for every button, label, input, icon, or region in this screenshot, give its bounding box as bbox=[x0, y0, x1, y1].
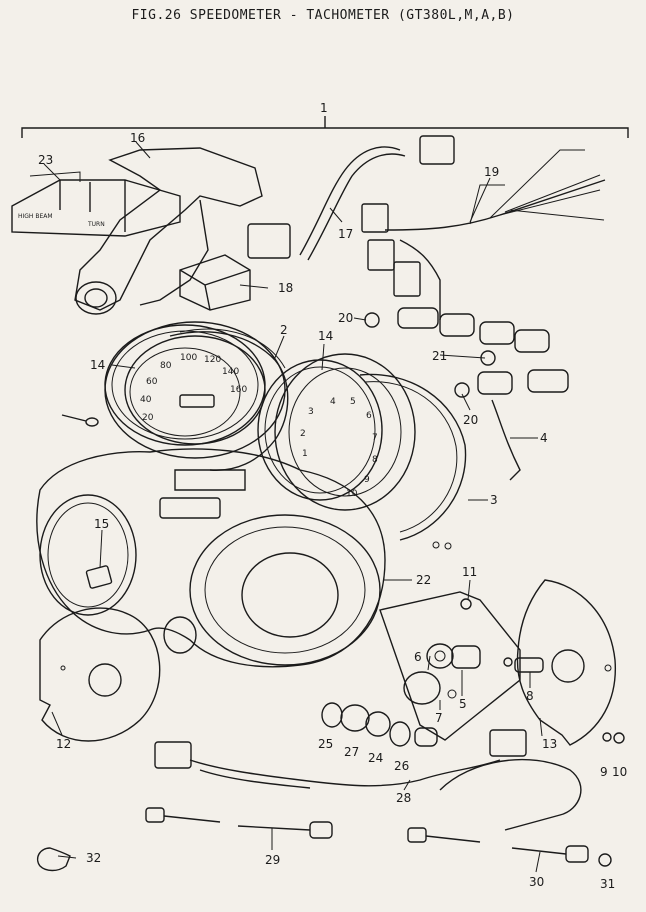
tach-dial-8: 8 bbox=[372, 455, 378, 465]
tachometer-rim-part-14 bbox=[257, 359, 383, 501]
callout-23: 23 bbox=[38, 153, 53, 167]
tach-dial-4: 4 bbox=[330, 397, 336, 407]
callout-28: 28 bbox=[396, 791, 411, 805]
tach-dial-1: 1 bbox=[302, 449, 308, 459]
callout-1: 1 bbox=[320, 101, 328, 115]
speedo-dial-60: 60 bbox=[146, 377, 158, 387]
callout-20-bottom: 20 bbox=[463, 413, 478, 427]
callout-25: 25 bbox=[318, 737, 333, 751]
callout-18: 18 bbox=[278, 281, 293, 295]
callout-17: 17 bbox=[338, 227, 353, 241]
callout-6: 6 bbox=[414, 650, 422, 664]
housing-cover-part-16 bbox=[74, 147, 263, 315]
speedo-dial-40: 40 bbox=[140, 395, 152, 405]
callout-13: 13 bbox=[542, 737, 557, 751]
speedo-dial-140: 140 bbox=[222, 367, 239, 377]
callout-5: 5 bbox=[459, 697, 467, 711]
harness-part-19 bbox=[361, 149, 606, 320]
gauge-housing-part-22 bbox=[36, 448, 386, 668]
callout-11: 11 bbox=[462, 565, 477, 579]
callout-30: 30 bbox=[529, 875, 544, 889]
tachometer-case-part-3 bbox=[359, 373, 467, 550]
callout-29: 29 bbox=[265, 853, 280, 867]
lead-wire-part-28 bbox=[154, 729, 527, 789]
dial-plate-part-12 bbox=[39, 607, 161, 742]
ring-part-31 bbox=[598, 853, 612, 867]
callout-9: 9 bbox=[600, 765, 608, 779]
tach-dial-2: 2 bbox=[300, 429, 306, 439]
callout-7: 7 bbox=[435, 711, 443, 725]
callout-2: 2 bbox=[280, 323, 288, 337]
tachometer-cable-part-30 bbox=[407, 827, 589, 863]
washer-nut-part-9-10 bbox=[602, 732, 625, 744]
callout-3: 3 bbox=[490, 493, 498, 507]
tach-dial-10: 10 bbox=[346, 489, 358, 499]
speedo-dial-160: 160 bbox=[230, 385, 247, 395]
callout-4: 4 bbox=[540, 431, 548, 445]
speedometer-cable-part-29 bbox=[145, 807, 333, 839]
high-beam-label: HIGH BEAM bbox=[18, 213, 53, 220]
grommets-part-5-6-7 bbox=[403, 643, 481, 705]
turn-label: TURN bbox=[87, 221, 105, 228]
meter-cable-loop bbox=[439, 758, 582, 831]
callout-14-left: 14 bbox=[90, 358, 105, 372]
bulb-seals-part-24-27 bbox=[321, 702, 438, 747]
speedometer-body: 20 40 60 80 100 120 140 160 bbox=[104, 321, 286, 459]
tach-dial-9: 9 bbox=[364, 475, 370, 485]
back-plate-part-13 bbox=[516, 579, 617, 746]
callout-20-top: 20 bbox=[338, 311, 353, 325]
callout-22: 22 bbox=[416, 573, 431, 587]
speedo-dial-100: 100 bbox=[180, 353, 197, 363]
callout-24: 24 bbox=[368, 751, 383, 765]
callout-14-right: 14 bbox=[318, 329, 333, 343]
tachometer-body: 1 2 3 4 5 6 7 8 9 10 bbox=[274, 353, 416, 511]
indicator-panel-part-23: HIGH BEAM TURN bbox=[11, 171, 181, 237]
tach-dial-3: 3 bbox=[308, 407, 314, 417]
mounting-bracket-part-11 bbox=[379, 591, 521, 741]
lens-part-15 bbox=[85, 565, 113, 589]
tach-dial-5: 5 bbox=[350, 397, 356, 407]
callout-27: 27 bbox=[344, 745, 359, 759]
bulb-sockets-part-20-21 bbox=[364, 307, 569, 481]
speedo-dial-120: 120 bbox=[204, 355, 221, 365]
tach-dial-7: 7 bbox=[372, 433, 378, 443]
callout-12: 12 bbox=[56, 737, 71, 751]
assembly-bracket bbox=[21, 116, 629, 138]
callout-8: 8 bbox=[526, 689, 534, 703]
clamp-part-32 bbox=[36, 847, 71, 872]
speedometer-case-part-2 bbox=[169, 328, 289, 471]
callouts: 1 2 3 4 5 6 7 8 9 10 11 12 13 14 14 15 1… bbox=[38, 101, 627, 891]
figure-title: FIG.26 SPEEDOMETER - TACHOMETER (GT380L,… bbox=[131, 8, 515, 23]
callout-16: 16 bbox=[130, 131, 145, 145]
stud-part-8 bbox=[514, 657, 544, 673]
callout-10: 10 bbox=[612, 765, 627, 779]
callout-21: 21 bbox=[432, 349, 447, 363]
callout-19: 19 bbox=[484, 165, 499, 179]
speedo-dial-20: 20 bbox=[142, 413, 154, 423]
speedo-dial-80: 80 bbox=[160, 361, 172, 371]
callout-32: 32 bbox=[86, 851, 101, 865]
screw-speedometer bbox=[61, 414, 99, 427]
tach-dial-6: 6 bbox=[366, 411, 372, 421]
bracket-part-18 bbox=[179, 254, 251, 311]
callout-15: 15 bbox=[94, 517, 109, 531]
leader-lines bbox=[43, 141, 543, 873]
wiring-part-17 bbox=[247, 135, 455, 261]
callout-31: 31 bbox=[600, 877, 615, 891]
callout-26: 26 bbox=[394, 759, 409, 773]
